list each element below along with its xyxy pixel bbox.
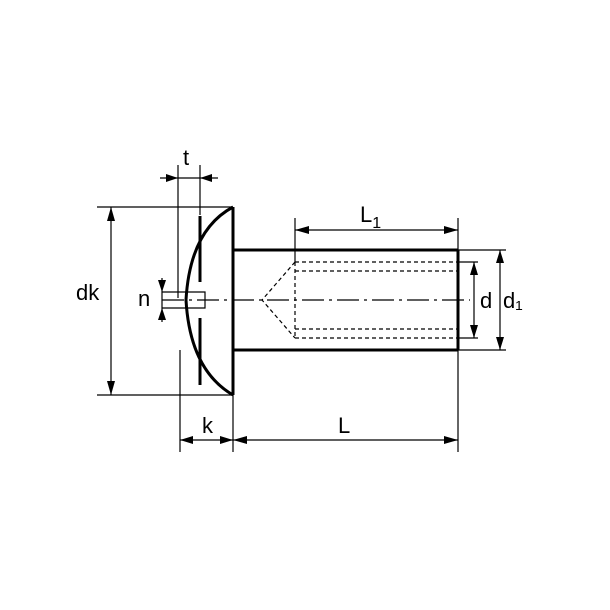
- dimension-d: [458, 261, 478, 339]
- label-L1: L1: [360, 202, 381, 232]
- label-k: k: [202, 413, 214, 438]
- dimension-L: [233, 350, 459, 452]
- dimension-k: [179, 350, 234, 452]
- label-d: d: [480, 288, 492, 313]
- label-L: L: [338, 413, 350, 438]
- label-dk: dk: [76, 280, 100, 305]
- label-d1: d₁: [503, 288, 523, 313]
- dimension-L1: [294, 218, 459, 262]
- dimension-dk: [97, 206, 233, 396]
- dimension-n: [158, 278, 189, 322]
- label-n: n: [138, 286, 150, 311]
- screw-head: [184, 205, 235, 397]
- dimension-d1: [458, 249, 506, 351]
- label-t: t: [183, 145, 189, 170]
